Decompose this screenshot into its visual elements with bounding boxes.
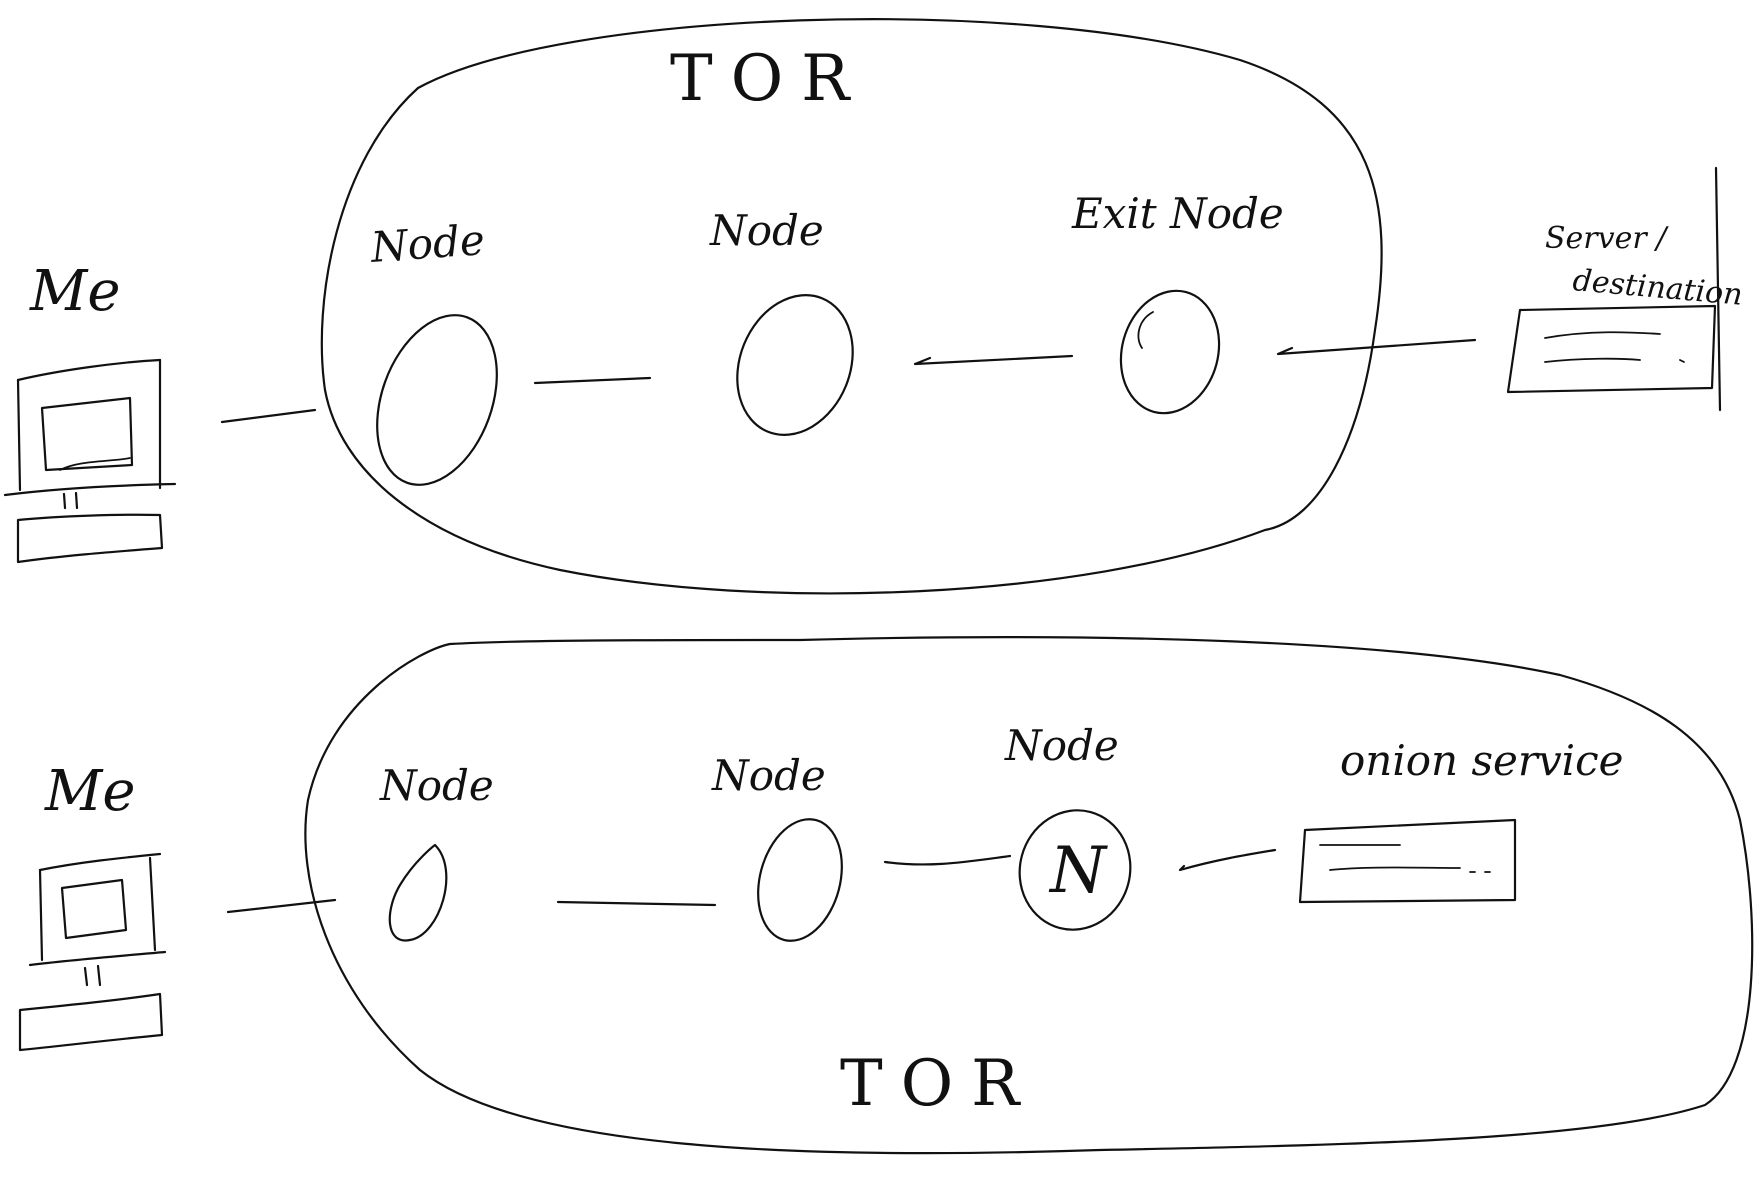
bottom-node-label-1: Node	[379, 761, 494, 810]
bottom-onion-service-icon	[1298, 818, 1517, 904]
top-link-node2-node3	[913, 354, 1074, 366]
bottom-link-node2-node3	[883, 854, 1012, 866]
top-diagram: TOR Node Node Exit Node Me Server / des	[3, 18, 1744, 595]
top-server-label-1: Server /	[1545, 221, 1669, 256]
top-node-label-1: Node	[368, 215, 486, 272]
bottom-link-me-node1	[226, 898, 337, 914]
top-node-3-inner-mark	[1137, 311, 1154, 349]
bottom-tor-cloud	[304, 636, 1754, 1155]
bottom-diagram: TOR Node Node Node N Me onion service	[18, 636, 1754, 1155]
top-link-me-node1	[220, 408, 317, 424]
bottom-onion-label: onion service	[1340, 736, 1623, 785]
bottom-node-3	[1018, 809, 1132, 931]
top-me-label: Me	[29, 259, 120, 324]
bottom-node-label-2: Node	[711, 751, 826, 800]
top-tor-cloud	[320, 18, 1383, 595]
top-node-label-3: Exit Node	[1071, 189, 1284, 238]
top-node-2	[736, 294, 854, 436]
top-server-icon	[1506, 166, 1722, 412]
bottom-link-node3-onion	[1178, 848, 1277, 872]
top-tor-label: TOR	[670, 42, 867, 116]
top-node-1	[376, 314, 498, 486]
bottom-me-computer-icon	[18, 852, 167, 1052]
top-node-3	[1119, 289, 1221, 415]
top-link-node1-node2	[533, 376, 652, 385]
top-me-computer-icon	[3, 358, 177, 564]
bottom-node-2	[757, 818, 843, 942]
bottom-tor-label: TOR	[840, 1047, 1037, 1121]
top-link-node3-server	[1276, 338, 1477, 356]
bottom-me-label: Me	[44, 759, 135, 824]
bottom-node-label-3: Node	[1004, 721, 1119, 770]
bottom-link-node1-node2	[556, 900, 717, 907]
bottom-node-3-mark: N	[1048, 834, 1108, 908]
top-node-label-2: Node	[709, 206, 824, 255]
bottom-node-1	[388, 843, 448, 942]
